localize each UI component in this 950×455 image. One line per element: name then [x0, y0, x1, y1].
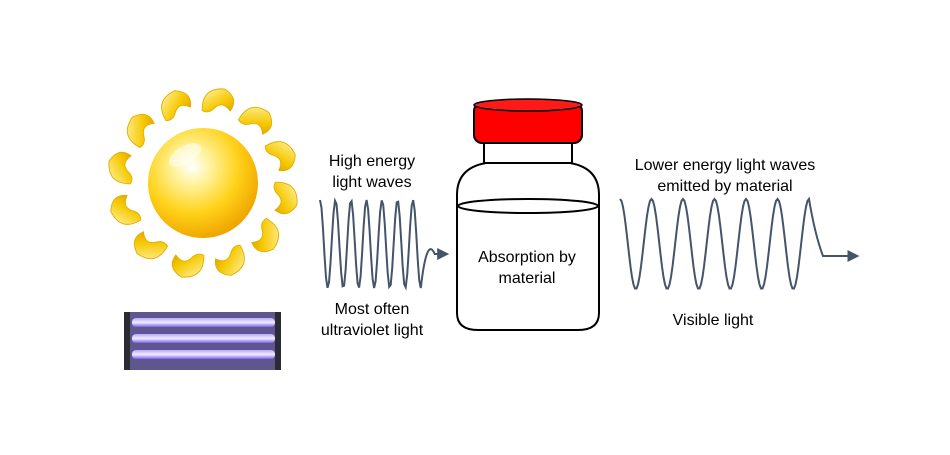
jar-lid-top: [473, 98, 583, 112]
jar-neck: [483, 142, 573, 164]
sun-ray: [171, 253, 205, 278]
uv-source-label: Most often ultraviolet light: [305, 299, 439, 341]
absorption-label-line-1: Absorption by: [478, 249, 576, 266]
high-energy-label: High energy light waves: [312, 151, 432, 193]
uv-tube-2: [132, 334, 275, 343]
sun-icon: [108, 88, 298, 278]
lower-energy-label: Lower energy light waves emitted by mate…: [610, 155, 840, 197]
sun-core: [148, 128, 258, 238]
sun-ray: [251, 217, 280, 253]
visible-light-label-line-1: Visible light: [672, 312, 754, 329]
sun-highlight: [168, 143, 202, 167]
uv-lamp-end-left: [124, 312, 130, 370]
jar-icon: [456, 98, 600, 331]
absorption-label-line-2: material: [498, 270, 556, 287]
sun-ray: [133, 231, 169, 260]
sun-ray: [110, 194, 142, 225]
sun-ray: [264, 141, 296, 172]
sun-ray: [237, 106, 273, 135]
lower-energy-wave: [619, 196, 860, 290]
sun-ray: [161, 90, 192, 122]
uv-source-label-line-1: Most often: [334, 301, 410, 318]
sun-ray: [126, 113, 155, 149]
high-energy-label-line-1: High energy: [328, 153, 416, 170]
sun-ray: [214, 244, 245, 276]
jar-liquid-line: [457, 198, 599, 214]
lower-energy-label-line-2: emitted by material: [657, 178, 793, 195]
high-energy-wave: [319, 197, 450, 291]
uv-source-label-line-2: ultraviolet light: [320, 322, 424, 339]
uv-lamp-image: [124, 312, 281, 370]
sun-ray: [201, 88, 235, 113]
uv-tube-3: [132, 350, 275, 359]
high-energy-label-line-2: light waves: [332, 174, 412, 191]
sun-rays: [108, 88, 298, 278]
uv-lamp-end-right: [275, 312, 281, 370]
absorption-label: Absorption by material: [462, 247, 592, 289]
visible-light-label: Visible light: [648, 310, 778, 331]
lower-energy-label-line-1: Lower energy light waves: [634, 157, 816, 174]
jar-body: [456, 162, 600, 331]
sun-ray: [273, 181, 298, 215]
sun-ray: [108, 151, 133, 185]
uv-tube-1: [132, 318, 275, 327]
